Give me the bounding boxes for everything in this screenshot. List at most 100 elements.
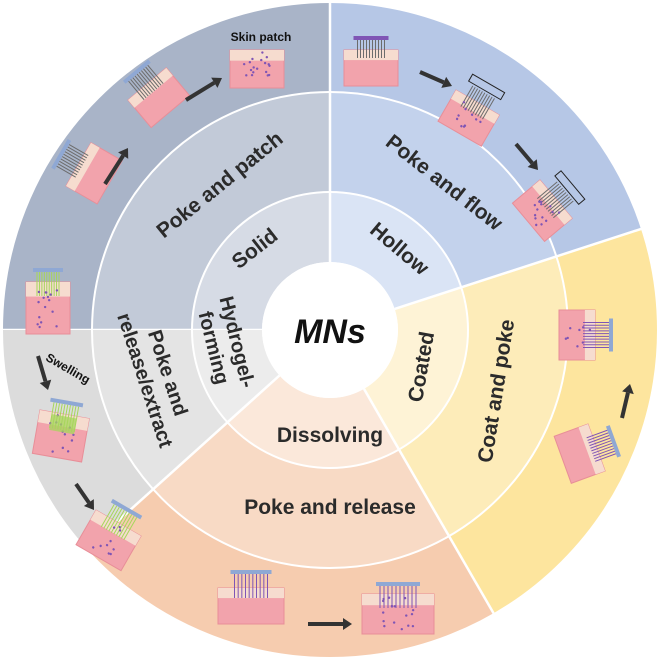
skin-patch-label: Skin patch [231,30,292,44]
needle [591,442,613,452]
flow-arrow [36,355,52,390]
sector-hydrogel-inner [192,330,280,423]
drug-particle [470,113,474,116]
needle [547,194,569,212]
mode-coated: Poke and release [244,496,416,519]
drug-particle [538,200,541,203]
sector-dissolving-mid [153,422,449,569]
illustration-hydrogel-3 [75,498,143,572]
drug-particle [479,120,482,124]
drug-particle [250,73,254,77]
flow-arrow [103,148,129,186]
needle [61,156,82,168]
drug-particle [382,619,385,623]
epidermis-layer [230,50,284,61]
flow-arrow [620,384,634,419]
drug-particle [400,627,403,631]
patch-backing [122,59,151,84]
needle [544,189,565,208]
drug-particle [38,316,41,319]
drug-particle [382,597,385,601]
drug-particle [393,605,396,608]
needle [479,96,493,119]
drug-particle [264,70,268,74]
drug-particle [105,543,109,547]
flow-arrow [308,618,352,630]
needle [590,440,612,449]
patch-backing [376,582,420,586]
drug-particle [533,213,537,217]
flow-arrow [74,482,94,510]
needle [110,509,125,533]
drug-particle [462,125,466,128]
drug-particle [263,61,267,65]
needle [460,85,474,107]
needle [594,450,616,460]
needle [586,429,608,439]
drug-particle [403,596,407,600]
drug-particle [63,433,67,436]
ring-divider [191,191,469,469]
drug-particle [38,325,41,329]
drug-particle [576,345,579,348]
drug-particle [251,57,254,61]
needle [467,89,481,112]
sector-solid-mid [92,92,330,330]
drug-particle [55,325,58,328]
center-circle [262,262,398,398]
needle [540,185,562,204]
sector-divider [362,388,496,615]
drug-particle [37,290,41,294]
drug-particle [540,223,543,226]
needle [120,515,135,539]
illustration-hollow-3 [511,170,586,243]
center-label: MNs [294,313,366,351]
sector-solid-inner [192,192,330,330]
drug-particle [249,68,253,72]
illustration-hollow-2 [437,73,506,147]
needle [59,160,79,173]
drug-particle [462,101,466,104]
drug-particle [242,62,246,66]
drug-particle [390,604,394,608]
needle [113,511,128,535]
illustrations [25,36,634,635]
needle [589,437,611,447]
drug-particle [49,293,52,296]
illustration-hydrogel-1 [25,268,71,335]
drug-particle [566,336,569,340]
drug-particle [381,599,385,603]
needle [588,435,610,444]
needle [134,75,151,95]
drug-particle [118,525,121,529]
illustration-dissolving-1 [217,570,285,625]
epidermis-layer [532,180,573,225]
drug-particle [51,310,54,313]
needle [138,71,156,92]
drug-particle [39,321,43,324]
drug-particle [92,546,95,549]
epidermis-layer [344,50,398,61]
epidermis-layer [127,67,173,108]
patch-backing [353,36,389,40]
drug-particle [541,216,544,219]
drug-particle [265,55,269,59]
needle [538,183,560,202]
drug-particle [45,291,48,294]
drug-particle [118,529,122,532]
patch-backing [609,318,613,352]
drug-particle [455,117,459,121]
illustration-hollow-1 [343,36,399,87]
drug-particle [464,107,467,111]
drug-particle [383,624,386,628]
needle [474,93,488,116]
needle [143,68,160,88]
drug-particle [252,66,255,69]
illustration-coated-2 [553,423,621,484]
drug-particle [36,323,39,326]
drug-particle [248,61,252,64]
needle [103,505,118,529]
needle [147,64,164,84]
drug-particle [410,612,414,616]
